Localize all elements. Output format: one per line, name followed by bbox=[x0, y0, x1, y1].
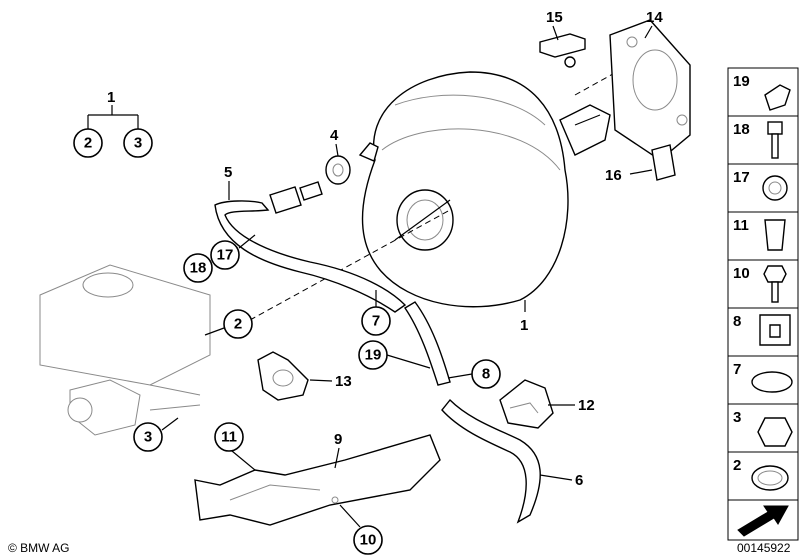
bolt-icon bbox=[767, 121, 783, 159]
expanding-nut-icon bbox=[764, 219, 786, 251]
rubber-grommet[interactable] bbox=[325, 155, 351, 185]
callout-5-label: 5 bbox=[224, 164, 232, 181]
assembly-bracket-group: 1 2 3 bbox=[73, 89, 153, 158]
callout-19-hose[interactable]: 19 bbox=[358, 340, 388, 370]
callout-8-hose[interactable]: 8 bbox=[471, 359, 501, 389]
hex-nut-icon bbox=[757, 417, 793, 447]
callout-3-cylinder[interactable]: 3 bbox=[133, 422, 163, 452]
callout-11-shield[interactable]: 11 bbox=[214, 422, 244, 452]
hose-holder[interactable] bbox=[499, 379, 554, 429]
pipe-clip-icon bbox=[764, 84, 791, 111]
brake-booster[interactable] bbox=[358, 71, 611, 308]
callout-7-hose[interactable]: 7 bbox=[361, 306, 391, 336]
hex-screw-icon bbox=[763, 265, 787, 303]
svg-text:18: 18 bbox=[190, 260, 207, 277]
svg-text:2: 2 bbox=[234, 316, 242, 333]
svg-text:2: 2 bbox=[733, 457, 741, 474]
svg-text:8: 8 bbox=[733, 313, 741, 330]
callout-17-hose[interactable]: 17 bbox=[210, 240, 240, 270]
callout-3-top[interactable]: 3 bbox=[123, 128, 153, 158]
svg-text:10: 10 bbox=[733, 265, 750, 282]
svg-text:11: 11 bbox=[733, 217, 749, 234]
brake-master-cylinder[interactable] bbox=[39, 264, 211, 436]
callout-15-label: 15 bbox=[546, 9, 563, 26]
clevis-pin[interactable] bbox=[539, 33, 586, 68]
callout-2-cylinder[interactable]: 2 bbox=[223, 309, 253, 339]
svg-text:3: 3 bbox=[134, 135, 142, 152]
svg-text:18: 18 bbox=[733, 121, 750, 138]
svg-text:17: 17 bbox=[733, 169, 750, 186]
svg-text:10: 10 bbox=[360, 532, 377, 549]
svg-text:3: 3 bbox=[144, 429, 152, 446]
svg-text:7: 7 bbox=[733, 361, 741, 378]
callout-4-label: 4 bbox=[330, 127, 339, 144]
callout-13-label: 13 bbox=[335, 373, 352, 390]
callout-1-booster: 1 bbox=[520, 317, 528, 334]
callout-16-label: 16 bbox=[605, 167, 622, 184]
callout-14-label: 14 bbox=[646, 9, 663, 26]
brand-copyright: © BMW AG bbox=[8, 541, 70, 555]
rubber-grommet-icon bbox=[759, 314, 791, 346]
callout-2-top[interactable]: 2 bbox=[73, 128, 103, 158]
pipe-clamp[interactable] bbox=[257, 351, 309, 401]
svg-text:7: 7 bbox=[372, 313, 380, 330]
cable-clamp-icon bbox=[762, 175, 788, 201]
direction-arrow-icon bbox=[737, 505, 789, 537]
diagram-id: 00145922 bbox=[737, 541, 791, 555]
vacuum-line-lower[interactable] bbox=[404, 301, 541, 524]
vacuum-hose[interactable] bbox=[214, 181, 407, 313]
parts-side-panel: 19 18 17 11 10 8 7 3 2 bbox=[727, 67, 799, 541]
callout-18-hose[interactable]: 18 bbox=[183, 253, 213, 283]
mounting-plate[interactable] bbox=[609, 19, 691, 161]
svg-text:19: 19 bbox=[733, 73, 750, 90]
side-item-10[interactable] bbox=[727, 259, 799, 309]
svg-text:19: 19 bbox=[365, 347, 382, 364]
retaining-clip[interactable] bbox=[651, 144, 676, 181]
callout-12-label: 12 bbox=[578, 397, 595, 414]
callout-10-shield[interactable]: 10 bbox=[353, 525, 383, 555]
hose-clamp-icon bbox=[751, 371, 793, 393]
callout-1-label: 1 bbox=[107, 89, 115, 106]
svg-text:3: 3 bbox=[733, 409, 741, 426]
svg-text:11: 11 bbox=[221, 429, 237, 446]
svg-text:17: 17 bbox=[217, 247, 234, 264]
callout-9-label: 9 bbox=[334, 431, 342, 448]
svg-text:2: 2 bbox=[84, 135, 92, 152]
callout-6-label: 6 bbox=[575, 472, 583, 489]
svg-text:8: 8 bbox=[482, 366, 490, 383]
